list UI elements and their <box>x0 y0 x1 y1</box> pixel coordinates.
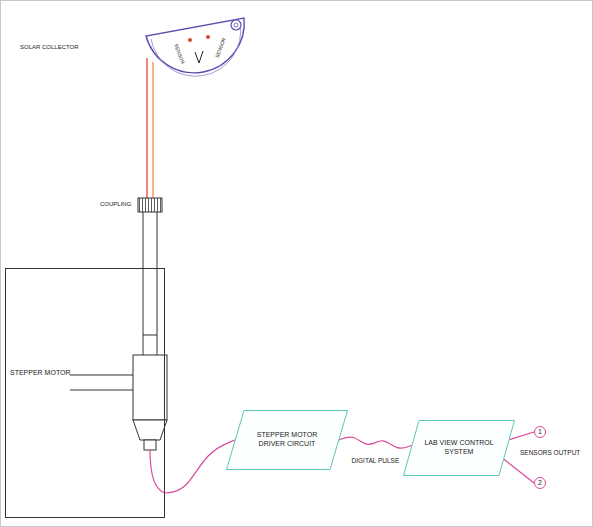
box-label: LAB VIEW CONTROL SYSTEM <box>423 439 495 457</box>
terminal-ring <box>535 478 546 489</box>
motor-body <box>70 355 167 450</box>
shaft-rods <box>147 58 153 198</box>
callout-number: 2 <box>538 479 542 488</box>
part-label: COUPLING <box>100 201 131 208</box>
callout-number: 1 <box>538 428 542 437</box>
parallelogram <box>404 421 515 476</box>
signal-wire <box>509 432 534 440</box>
signal-wire <box>165 440 235 493</box>
output-terminal: 1 <box>534 426 546 438</box>
driver-box: STEPPER MOTOR DRIVER CIRCUIT <box>226 410 348 470</box>
motor-wire <box>150 450 165 493</box>
signal-wire <box>339 437 412 448</box>
terminal-ring <box>535 427 546 438</box>
signal-wire <box>504 459 534 483</box>
motor-housing: STEPPER MOTOR <box>5 268 165 518</box>
signal-label: SENSORS OUTPUT <box>520 449 580 456</box>
solar-dish <box>146 18 244 76</box>
box-label: STEPPER MOTOR <box>10 369 71 378</box>
box-label: STEPPER MOTOR DRIVER CIRCUIT <box>248 431 326 449</box>
part-label: SOLAR COLLECTOR <box>20 44 79 51</box>
signal-label: DIGITAL PULSE <box>351 457 401 464</box>
output-terminal: 2 <box>534 477 546 489</box>
parallelogram <box>227 411 348 470</box>
motor-shaft <box>143 212 157 355</box>
coupling <box>138 198 162 212</box>
control-box: LAB VIEW CONTROL SYSTEM <box>403 420 515 476</box>
